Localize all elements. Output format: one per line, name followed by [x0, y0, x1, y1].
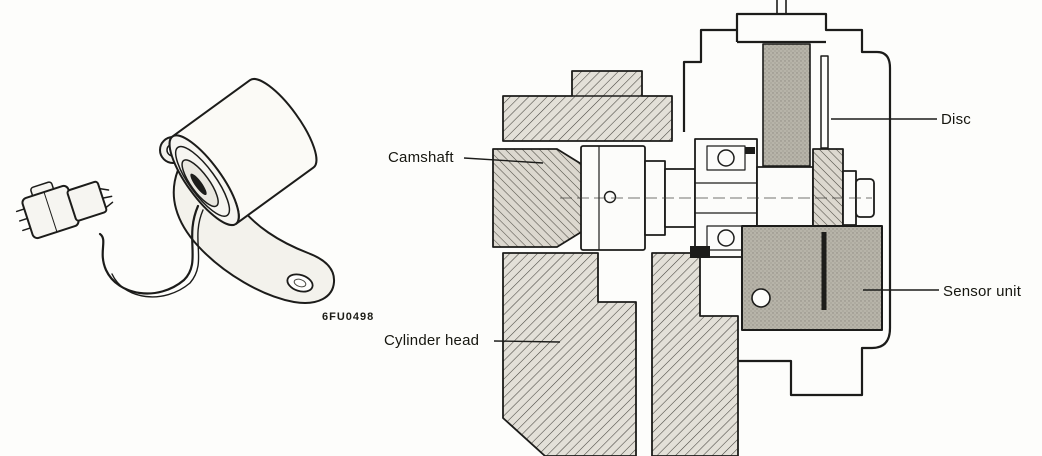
sensor-illustration	[15, 77, 336, 304]
flange-slot-hole	[286, 273, 314, 293]
sensor-wire	[98, 204, 204, 298]
sensor-unit-block	[741, 225, 883, 331]
leader-lines	[463, 118, 939, 343]
leader-cylinder-head	[493, 340, 561, 343]
label-disc: Disc	[941, 111, 971, 128]
figure-code: 6FU0498	[322, 311, 375, 323]
disc-plate	[820, 55, 829, 149]
label-cylinder-head: Cylinder head	[384, 332, 480, 349]
label-sensor-unit: Sensor unit	[943, 283, 1022, 300]
housing-outline	[682, 12, 892, 397]
leader-camshaft	[463, 157, 544, 164]
cross-section	[463, 0, 939, 456]
camshaft-section	[492, 148, 592, 248]
wire-connector	[15, 180, 114, 240]
label-camshaft: Camshaft	[388, 149, 454, 166]
sensor-face-slot	[190, 173, 207, 196]
top-wires	[776, 0, 787, 14]
ball-bearing-bottom	[717, 229, 735, 247]
set-screw	[603, 190, 617, 204]
cylinder-head-upper-hatch	[502, 70, 673, 142]
cylinder-head-lower-hatch	[502, 252, 637, 456]
sensor-unit-hole	[751, 288, 771, 308]
disc-hub	[762, 43, 811, 167]
cylinder-head-column-hatch	[651, 252, 739, 456]
sensor-body	[168, 77, 318, 227]
ball-bearing-top	[717, 149, 735, 167]
